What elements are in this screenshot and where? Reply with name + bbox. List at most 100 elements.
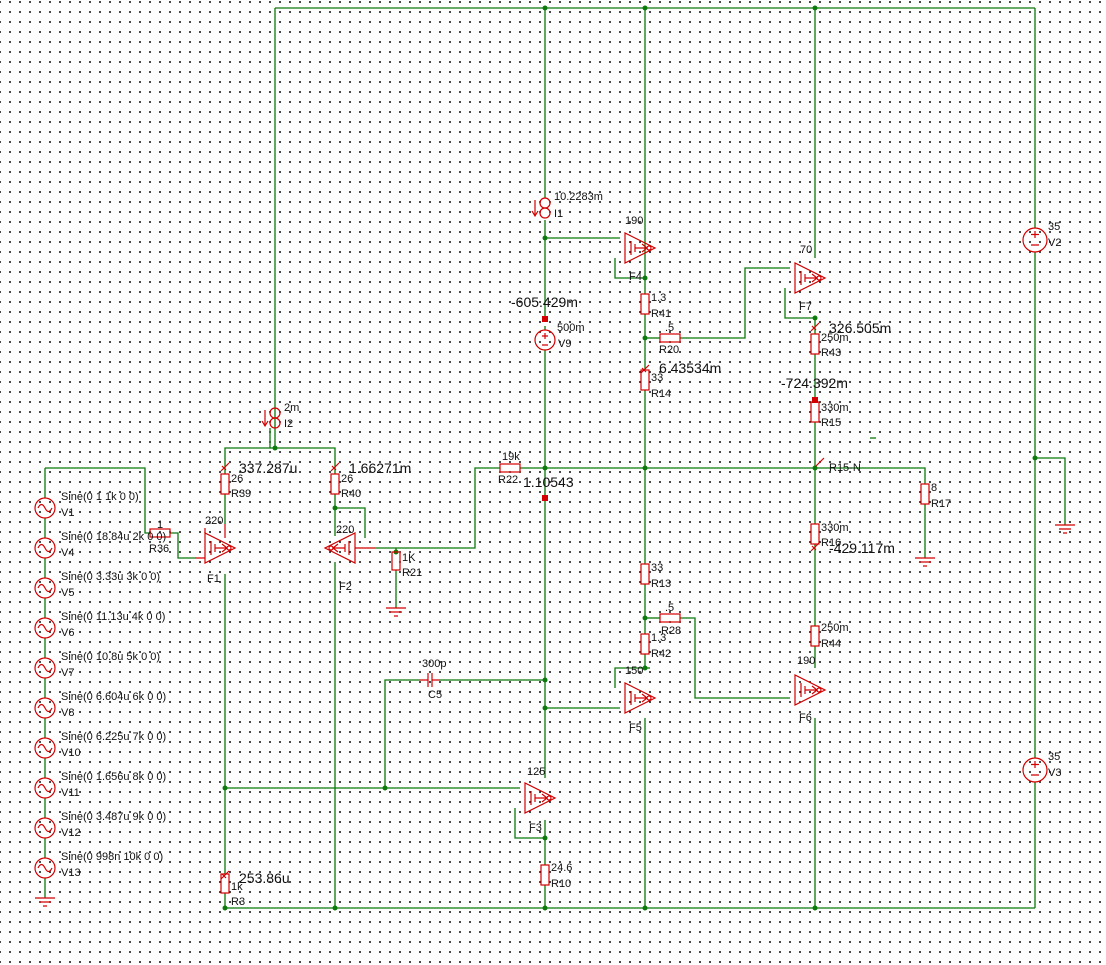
sine-source-name: V6 <box>61 627 74 639</box>
v3-value: 35 <box>1048 751 1060 763</box>
sine-source-v13[interactable] <box>34 857 56 879</box>
sine-source-v7[interactable] <box>34 657 56 679</box>
sine-source-spec: Sine(0 3.487u 9k 0 0) <box>61 811 166 823</box>
amplifier-f1[interactable] <box>195 524 237 564</box>
sine-source-name: V11 <box>61 787 80 799</box>
voltage-probe-markers[interactable] <box>220 316 825 880</box>
sine-source-circle <box>34 497 56 519</box>
probe-r15-reading: -724.392m <box>781 375 848 391</box>
sine-source-v12[interactable] <box>34 817 56 839</box>
i2-name: I2 <box>284 418 293 430</box>
r20-name: R20 <box>659 344 679 356</box>
sine-wave-glyph <box>37 783 53 793</box>
v9-value: 500m <box>557 322 585 334</box>
sine-wave-glyph <box>37 863 53 873</box>
sine-source-name: V1 <box>61 507 74 519</box>
r43-value: 250m <box>821 332 849 344</box>
capacitor-symbol[interactable] <box>420 673 440 687</box>
sine-source-spec: Sine(0 6.225u 7k 0 0) <box>61 731 166 743</box>
r39-name: R39 <box>231 488 251 500</box>
amplifier-f7[interactable] <box>794 262 827 294</box>
r42-value: 1.3 <box>651 632 666 644</box>
voltage-source-v2[interactable] <box>1022 227 1048 253</box>
f4-name: F4 <box>629 271 642 283</box>
i1-name: I1 <box>554 208 563 220</box>
i2-value: 2m <box>284 402 299 414</box>
current-source-i1[interactable] <box>531 197 551 219</box>
amplifier-f3[interactable] <box>524 782 557 814</box>
sine-source-name: V10 <box>61 747 81 759</box>
sine-source-name: V12 <box>61 827 81 839</box>
sine-source-circle <box>34 617 56 639</box>
f5-name: F5 <box>629 722 642 734</box>
sine-source-v10[interactable] <box>34 737 56 759</box>
r15-name: R15 <box>821 417 841 429</box>
sine-wave-glyph <box>37 703 53 713</box>
sine-source-circle <box>34 737 56 759</box>
probe-r40-reading: 1.66271m <box>349 460 411 476</box>
sine-wave-glyph <box>37 543 53 553</box>
f7-value: 70 <box>800 244 812 256</box>
r22-name: R22 <box>498 474 518 486</box>
r40-value: 26 <box>341 473 353 485</box>
sine-source-v6[interactable] <box>34 617 56 639</box>
sine-source-circle <box>34 777 56 799</box>
sine-source-spec: Sine(0 10.8u 5k 0 0) <box>61 651 160 663</box>
probe-out-label: R15-N <box>829 462 861 474</box>
sine-wave-glyph <box>37 743 53 753</box>
sine-wave-glyph <box>37 663 53 673</box>
voltage-source-v9[interactable] <box>534 329 556 351</box>
sine-source-v4[interactable] <box>34 537 56 559</box>
voltage-source-v3[interactable] <box>1022 757 1048 783</box>
r41-name: R41 <box>651 308 671 320</box>
r20-value: .5 <box>665 322 674 334</box>
sine-source-spec: Sine(0 6.604u 6k 0 0) <box>61 691 166 703</box>
r21-value: 1K <box>402 552 416 564</box>
v2-value: 35 <box>1048 221 1060 233</box>
sine-source-circle <box>34 577 56 599</box>
sine-source-circle <box>34 537 56 559</box>
c5-name: C5 <box>428 689 442 701</box>
sine-source-name: V4 <box>61 547 74 559</box>
sine-source-v11[interactable] <box>34 777 56 799</box>
sine-source-circle <box>34 697 56 719</box>
f2-name: F2 <box>339 581 352 593</box>
r36-value: 1 <box>157 519 163 531</box>
r14-name: R14 <box>651 388 671 400</box>
probe-r39-reading: 337.287u <box>239 460 297 476</box>
r3-name: R3 <box>231 896 245 908</box>
sine-source-column[interactable] <box>34 497 56 879</box>
current-source-i2[interactable] <box>261 407 281 429</box>
amplifier-f6[interactable] <box>794 674 827 706</box>
r14-value: 33 <box>651 372 663 384</box>
probe-r43-reading: 326.505m <box>829 320 891 336</box>
sine-source-v8[interactable] <box>34 697 56 719</box>
r10-name: R10 <box>551 878 571 890</box>
f4-value: 190 <box>625 215 643 227</box>
r15-value: 330m <box>821 402 849 414</box>
v3-name: V3 <box>1048 767 1061 779</box>
sine-source-spec: Sine(0 1.656u 8k 0 0) <box>61 771 166 783</box>
sine-source-circle <box>34 817 56 839</box>
sine-source-spec: Sine(0 18.84u 2k 0 0) <box>61 531 166 543</box>
c5-value: 300p <box>422 658 446 670</box>
r13-name: R13 <box>651 578 671 590</box>
sine-source-v1[interactable] <box>34 497 56 519</box>
r17-value: 8 <box>931 482 937 494</box>
r41-value: 1.3 <box>651 292 666 304</box>
amplifier-f5[interactable] <box>624 682 657 714</box>
r16-value: 330m <box>821 522 849 534</box>
resistor-symbols[interactable] <box>149 293 930 894</box>
ground-symbol <box>35 524 1075 907</box>
amplifier-f4[interactable] <box>624 232 657 264</box>
amplifier-f2[interactable] <box>323 532 375 564</box>
f7-name: F7 <box>799 301 812 313</box>
i1-value: 10.2283m <box>554 191 603 203</box>
probe-r14-reading: 6.43534m <box>659 360 721 376</box>
sine-source-spec: Sine(0 3.33u 3k 0 0) <box>61 571 160 583</box>
r39-value: 26 <box>231 473 243 485</box>
junction-dots <box>222 5 1038 911</box>
sine-source-v5[interactable] <box>34 577 56 599</box>
